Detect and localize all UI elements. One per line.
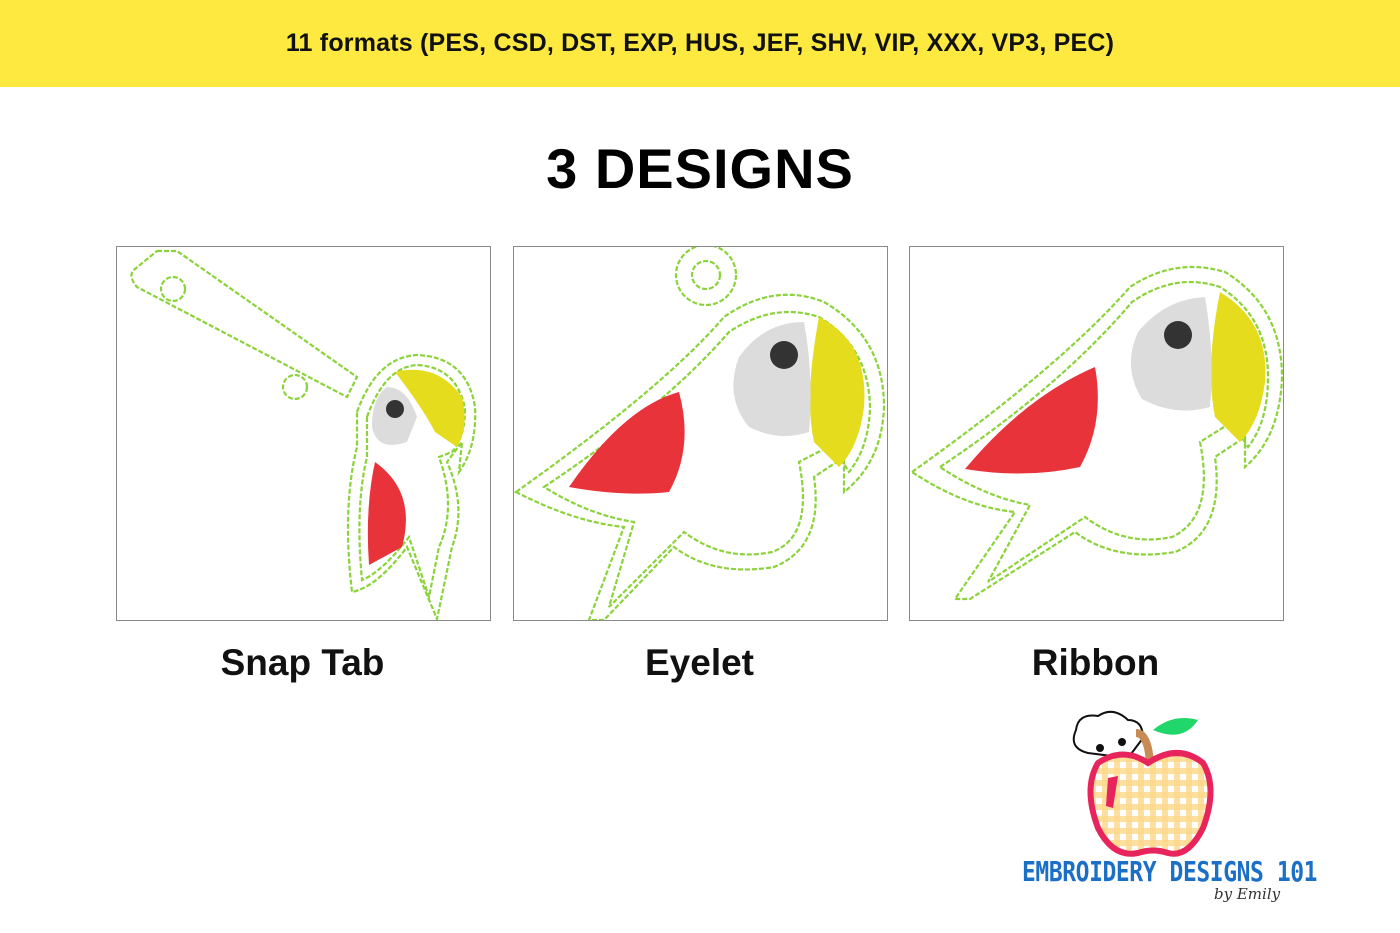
- brand-subtitle: by Emily: [1214, 885, 1281, 903]
- brand-logo: [1018, 708, 1278, 913]
- design-image-eyelet: [513, 246, 888, 621]
- design-image-ribbon: [909, 246, 1284, 621]
- page-title: 3 DESIGNS: [546, 137, 854, 200]
- design-label-eyelet: Eyelet: [644, 642, 754, 683]
- design-label-snap-tab: Snap Tab: [220, 642, 385, 683]
- design-image-snap-tab: [116, 246, 491, 621]
- brand-name: EMBROIDERY DESIGNS 101: [1022, 855, 1318, 888]
- design-label-ribbon: Ribbon: [1031, 642, 1160, 683]
- formats-text: 11 formats (PES, CSD, DST, EXP, HUS, JEF…: [285, 29, 1115, 57]
- formats-banner: 11 formats (PES, CSD, DST, EXP, HUS, JEF…: [0, 0, 1400, 87]
